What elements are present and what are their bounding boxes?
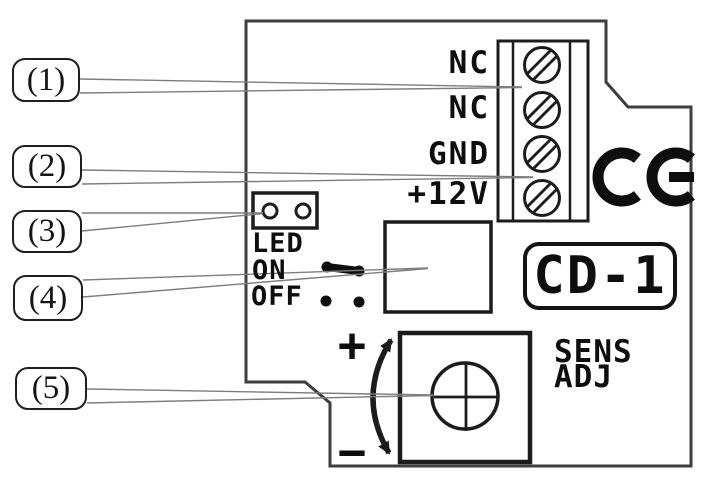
callout-3: (3) xyxy=(12,210,82,253)
leader-lines xyxy=(79,78,534,404)
screw-terminal-nc-1 xyxy=(523,46,561,84)
callout-2: (2) xyxy=(12,145,82,188)
callout-5: (5) xyxy=(15,367,87,410)
jumper-pin-left xyxy=(261,202,279,220)
sens-potentiometer xyxy=(397,330,533,465)
screw-terminal-12v xyxy=(523,179,561,217)
pot-label-adj: ADJ xyxy=(554,359,613,395)
terminal-label-nc-2: NC xyxy=(448,90,490,126)
pot-label-sens: SENS xyxy=(554,334,633,370)
callout-5-label: (5) xyxy=(31,370,71,406)
callout-1-label: (1) xyxy=(26,61,66,98)
jumper-label-led: LED xyxy=(252,228,304,259)
model-badge: CD-1 xyxy=(523,242,677,310)
led-jumper-header xyxy=(251,191,319,230)
jumper-label-on: ON xyxy=(252,255,287,286)
screw-terminal-nc-2 xyxy=(523,91,561,129)
callout-leader-3 xyxy=(81,212,264,232)
terminal-label-12v: +12V xyxy=(407,176,490,212)
jumper-label-off: OFF xyxy=(251,281,303,312)
callout-leader-1 xyxy=(79,78,523,94)
terminal-label-gnd: GND xyxy=(428,136,490,172)
model-badge-text: CD-1 xyxy=(533,246,667,306)
callout-2-label: (2) xyxy=(27,148,67,184)
callout-leader-5 xyxy=(86,388,434,404)
ce-mark-icon xyxy=(592,147,695,207)
callout-1: (1) xyxy=(12,58,80,102)
pot-minus-label: − xyxy=(337,424,367,480)
callout-leader-2 xyxy=(81,169,534,185)
jumper-pin-right xyxy=(294,202,312,220)
terminal-label-nc-1: NC xyxy=(448,45,490,81)
screw-terminal-gnd xyxy=(523,135,561,173)
callout-4: (4) xyxy=(13,275,83,321)
pot-plus-label: + xyxy=(337,317,367,373)
board-outline xyxy=(244,19,693,468)
callout-3-label: (3) xyxy=(27,213,67,249)
callout-4-label: (4) xyxy=(28,279,68,316)
relay-box xyxy=(383,220,493,314)
terminal-block xyxy=(496,39,590,223)
jumper-pads-off-indicator xyxy=(320,295,365,308)
callout-leader-4 xyxy=(82,267,429,298)
